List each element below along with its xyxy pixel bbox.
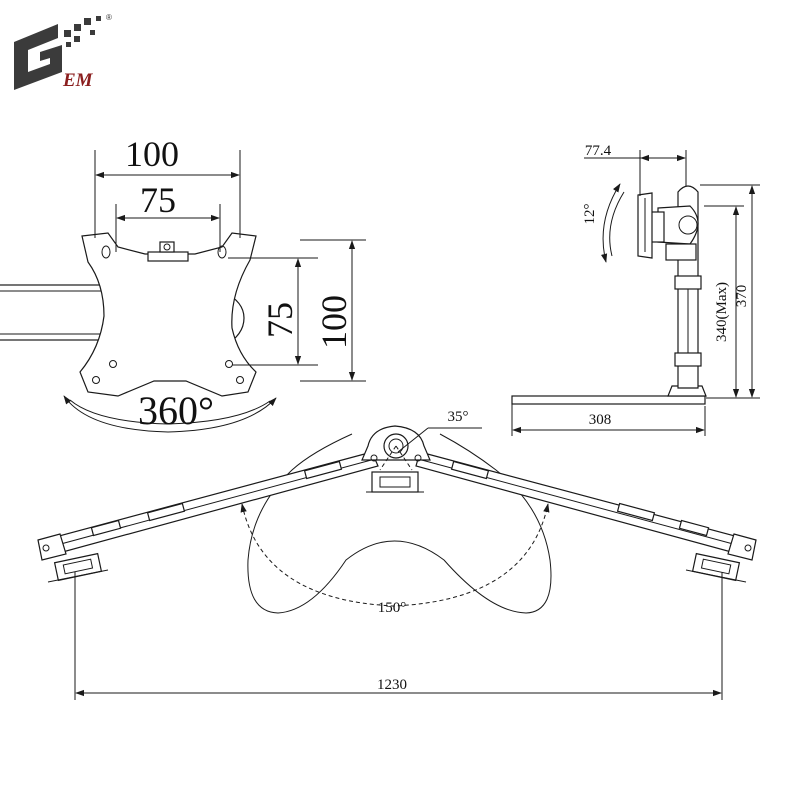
logo-registered-mark: ® [106, 13, 112, 22]
bracket-left [47, 552, 109, 583]
rotation-arrow: 360° [63, 388, 277, 433]
base-outline [247, 433, 552, 614]
tilt-indicator: 12° [582, 183, 625, 263]
dim-height-inner: 75 [228, 257, 318, 366]
hub-angle-label: 35° [448, 409, 469, 425]
dim-width-inner-label: 75 [140, 180, 176, 220]
dim-offset: 77.4 [584, 143, 687, 196]
dim-base-depth: 308 [511, 402, 706, 436]
spread-angle-indicator: 150° [240, 503, 550, 616]
dim-width-outer-label: 100 [125, 134, 179, 174]
vesa-view: 100 75 75 100 360° [0, 134, 366, 433]
rotation-label: 360° [138, 388, 214, 433]
dim-width-outer: 100 [94, 134, 241, 238]
dim-height-total: 370 [700, 184, 760, 399]
dim-height-inner-label: 75 [260, 302, 300, 338]
spread-angle-label: 150° [378, 600, 407, 616]
logo-pixel-squares [64, 16, 101, 47]
side-view: 12° 77.4 370 340(Max) 308 [511, 143, 760, 436]
dim-width-inner: 75 [115, 180, 221, 252]
monitor-bracket-side [637, 192, 653, 259]
logo-text: EM [62, 70, 94, 91]
dim-span: 1230 [74, 572, 723, 700]
dim-height-max: 340(Max) [704, 205, 744, 398]
left-arm [37, 451, 379, 561]
hub-angle-indicator: 35° [379, 409, 482, 471]
top-view: 35° 150° 1230 [37, 409, 757, 700]
right-arm [415, 451, 757, 561]
dim-height-outer-label: 100 [314, 295, 354, 349]
dim-base-depth-label: 308 [589, 412, 612, 428]
vesa-plate [79, 232, 257, 397]
brand-logo: EM ® [14, 13, 112, 91]
tilt-label: 12° [582, 204, 598, 225]
dim-height-outer: 100 [300, 239, 366, 382]
arm-bar [0, 284, 245, 348]
bracket-right [685, 552, 747, 583]
mounting-holes [92, 245, 244, 384]
center-bracket [147, 241, 189, 262]
tilt-head [649, 205, 699, 261]
logo-g-shape [14, 24, 62, 90]
stand-base [511, 385, 707, 405]
dim-span-label: 1230 [377, 677, 407, 693]
center-hub [361, 425, 431, 462]
dim-offset-label: 77.4 [585, 143, 612, 159]
bracket-center [366, 471, 424, 493]
dim-height-max-label: 340(Max) [714, 282, 730, 342]
